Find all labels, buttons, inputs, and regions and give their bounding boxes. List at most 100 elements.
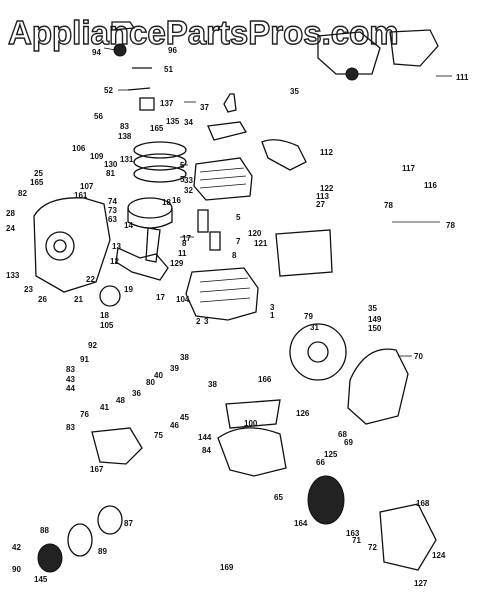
callout: 43 xyxy=(66,375,75,384)
part-crankcase-cover xyxy=(33,197,111,293)
callout-labels: 96 94 51 52 56 137 35 37 34 83 138 165 1… xyxy=(6,46,469,588)
part-gear xyxy=(99,285,121,307)
callout: 121 xyxy=(254,239,268,248)
callout: 52 xyxy=(104,86,113,95)
part-ring-2 xyxy=(133,153,187,171)
callout: 72 xyxy=(368,543,377,552)
part-pin xyxy=(127,87,151,91)
part-tire xyxy=(307,475,345,525)
callout: 11 xyxy=(178,249,187,258)
callout: 82 xyxy=(18,189,27,198)
callout: 32 xyxy=(184,186,193,195)
callout: 129 xyxy=(170,259,184,268)
callout: 1 xyxy=(270,311,275,320)
callout: 13 xyxy=(112,242,121,251)
callout: 165 xyxy=(150,124,164,133)
part-crankshaft xyxy=(115,247,169,281)
callout: 168 xyxy=(416,499,430,508)
part-bearing xyxy=(45,231,75,261)
callout: 42 xyxy=(12,543,21,552)
part-flywheel xyxy=(289,323,347,381)
callout: 149 xyxy=(368,315,382,324)
callout: 3 xyxy=(270,303,275,312)
callout: 79 xyxy=(304,312,313,321)
callout: 25 xyxy=(34,169,43,178)
callout: 48 xyxy=(116,396,125,405)
part-spark-plug xyxy=(223,93,237,113)
part-ring-1 xyxy=(133,141,187,159)
part-valve xyxy=(209,231,221,251)
callout: 111 xyxy=(456,73,469,82)
callout: 78 xyxy=(384,201,393,210)
callout: 5 xyxy=(236,213,241,222)
callout: 38 xyxy=(208,380,217,389)
callout: 88 xyxy=(40,526,49,535)
callout: 90 xyxy=(12,565,21,574)
callout: 46 xyxy=(170,421,179,430)
part-carburetor xyxy=(91,427,143,465)
callout: 40 xyxy=(154,371,163,380)
part-panel xyxy=(275,229,333,277)
callout: 131 xyxy=(120,155,134,164)
callout: 74 xyxy=(108,197,117,206)
callout: 22 xyxy=(86,275,95,284)
callout: 104 xyxy=(176,295,190,304)
callout: 91 xyxy=(80,355,89,364)
part-muffler xyxy=(261,139,307,171)
callout: 87 xyxy=(124,519,133,528)
callout: 35 xyxy=(368,304,377,313)
callout: 107 xyxy=(80,182,94,191)
site-watermark: AppliancePartsPros.com xyxy=(7,13,399,51)
callout: 45 xyxy=(180,413,189,422)
callout: 169 xyxy=(220,563,234,572)
callout: 17 xyxy=(156,293,165,302)
part-filter-cup xyxy=(97,505,123,535)
callout: 16 xyxy=(172,196,181,205)
part-connecting-rod xyxy=(145,227,161,263)
callout: 89 xyxy=(98,547,107,556)
callout: 167 xyxy=(90,465,104,474)
callout: 36 xyxy=(132,389,141,398)
callout: 127 xyxy=(414,579,428,588)
callout: 145 xyxy=(34,575,48,584)
callout: 26 xyxy=(38,295,47,304)
part-recoil-starter xyxy=(379,503,437,571)
part-valve-spring xyxy=(197,209,209,233)
callout: 116 xyxy=(424,181,437,190)
callout: 68 xyxy=(338,430,347,439)
callout: 39 xyxy=(170,364,179,373)
callout: 44 xyxy=(66,384,75,393)
callout: 66 xyxy=(316,458,325,467)
callout: 12 xyxy=(110,257,119,266)
callout: 8 xyxy=(182,239,187,248)
callout: 135 xyxy=(166,117,180,126)
callout: 163 xyxy=(346,529,360,538)
callout: 2 xyxy=(196,317,201,326)
callout: 166 xyxy=(258,375,272,384)
callout: 125 xyxy=(324,450,338,459)
callout: 130 xyxy=(104,160,118,169)
callout: 51 xyxy=(164,65,173,74)
part-ring-3 xyxy=(133,165,187,183)
callout: 7 xyxy=(236,237,241,246)
callout: 5 xyxy=(180,175,185,184)
callout: 14 xyxy=(124,221,133,230)
callout: 100 xyxy=(244,419,258,428)
callout: 3 xyxy=(204,317,209,326)
callout: 31 xyxy=(310,323,319,332)
callout: 5 xyxy=(180,161,185,170)
callout: 76 xyxy=(80,410,89,419)
callout: 113 xyxy=(316,192,329,201)
callout: 83 xyxy=(66,365,75,374)
callout: 92 xyxy=(88,341,97,350)
callout: 83 xyxy=(66,423,75,432)
callout: 122 xyxy=(320,184,334,193)
callout: 34 xyxy=(184,118,193,127)
callout: 105 xyxy=(100,321,114,330)
callout: 56 xyxy=(94,112,103,121)
callout: 83 xyxy=(120,122,129,131)
part-bearing-inner xyxy=(53,239,67,253)
callout: 8 xyxy=(232,251,237,260)
callout: 138 xyxy=(118,132,132,141)
